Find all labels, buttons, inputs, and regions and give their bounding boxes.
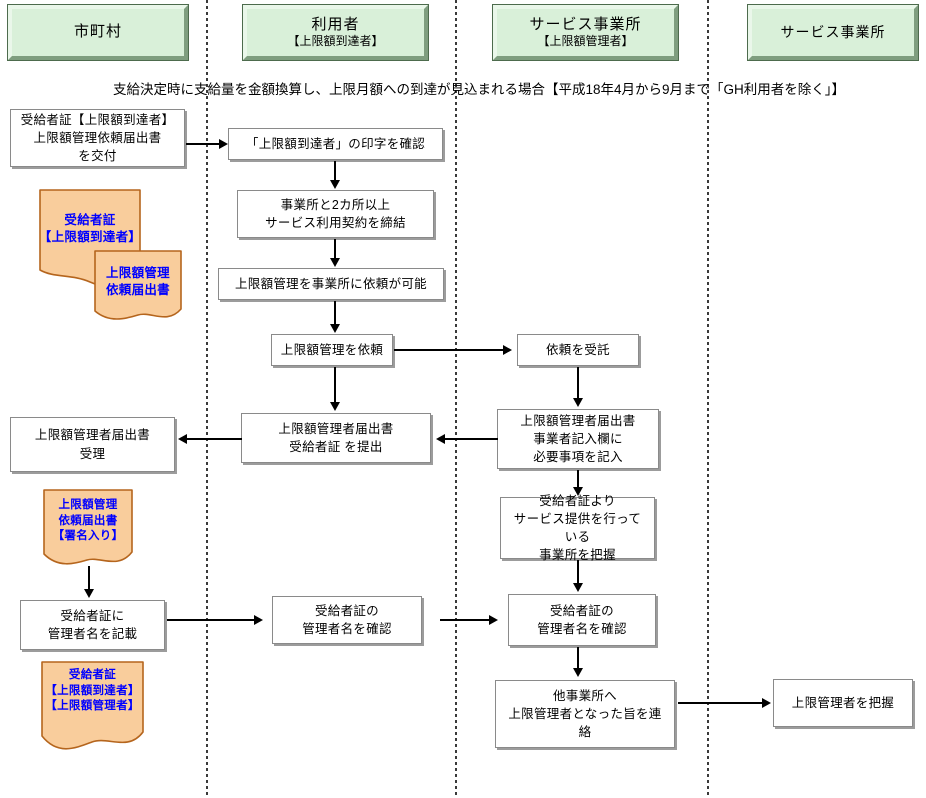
lane-divider-1 bbox=[206, 0, 208, 798]
lane-divider-2 bbox=[455, 0, 457, 798]
arrowhead-b8-to-b10 bbox=[573, 487, 583, 496]
box-accept-manager-form-text: 上限額管理者届出書 受理 bbox=[34, 428, 151, 461]
box-contract-two-or-more: 事業所と2カ所以上 サービス利用契約を締結 bbox=[237, 190, 434, 238]
document-certificate-with-manager-label: 受給者証 【上限額到達者】 【上限額管理者】 bbox=[45, 669, 140, 713]
box-request-management: 上限額管理を依頼 bbox=[271, 334, 393, 366]
document-certificate-with-manager: 受給者証 【上限額到達者】 【上限額管理者】 bbox=[40, 660, 145, 758]
connector-b12-to-b13 bbox=[440, 619, 490, 621]
box-provider-confirm-manager-name-text: 受給者証の 管理者名を確認 bbox=[537, 603, 627, 636]
lane-header-user-line1: 利用者 bbox=[311, 15, 360, 33]
lane-header-provider-other: サービス事業所 bbox=[747, 4, 919, 61]
box-identify-providers: 受給者証より サービス提供を行っている 事業所を把握 bbox=[500, 494, 655, 562]
connector-b1-to-b2 bbox=[186, 143, 220, 145]
connector-b4-to-b5 bbox=[334, 301, 336, 325]
box-request-management-text: 上限額管理を依頼 bbox=[280, 342, 384, 357]
lane-header-provider-manager: サービス事業所 【上限額管理者】 bbox=[492, 4, 679, 61]
lane-header-user-line2: 【上限額到達者】 bbox=[287, 34, 384, 49]
connector-doc3-to-b11 bbox=[88, 566, 90, 590]
document-shape-icon bbox=[94, 250, 182, 320]
document-shape-icon bbox=[43, 489, 133, 565]
arrowhead-b8-to-b7 bbox=[436, 434, 445, 444]
arrowhead-b13-to-b14 bbox=[573, 668, 583, 677]
document-shape-icon bbox=[41, 661, 144, 750]
arrowhead-b6-to-b8 bbox=[573, 398, 583, 407]
box-fill-provider-fields-text: 上限額管理者届出書 事業者記入欄に 必要事項を記入 bbox=[520, 413, 636, 465]
box-write-manager-name-text: 受給者証に 管理者名を記載 bbox=[47, 608, 138, 641]
box-can-request-management-text: 上限額管理を事業所に依頼が可能 bbox=[234, 276, 427, 291]
condition-caption: 支給決定時に支給量を金額換算し、上限月額への到達が見込まれる場合【平成18年4月… bbox=[113, 82, 846, 97]
box-confirm-print-text: 「上限額到達者」の印字を確認 bbox=[245, 136, 426, 151]
box-provider-confirm-manager-name: 受給者証の 管理者名を確認 bbox=[508, 594, 656, 646]
connector-b8-to-b10 bbox=[577, 470, 579, 487]
connector-b3-to-b4 bbox=[334, 239, 336, 259]
box-issue-certificate-text: 受給者証【上限額到達者】 上限額管理依頼届出書 を交付 bbox=[20, 112, 175, 164]
connector-b7-to-b9 bbox=[186, 438, 242, 440]
lane-header-municipality: 市町村 bbox=[7, 4, 189, 61]
box-user-confirm-manager-name: 受給者証の 管理者名を確認 bbox=[272, 596, 422, 644]
box-user-confirm-manager-name-text: 受給者証の 管理者名を確認 bbox=[302, 603, 392, 636]
box-notify-other-providers: 他事業所へ 上限管理者となった旨を連絡 bbox=[495, 680, 675, 748]
arrowhead-b1-to-b2 bbox=[219, 139, 228, 149]
arrowhead-b3-to-b4 bbox=[330, 258, 340, 267]
box-grasp-limit-manager: 上限管理者を把握 bbox=[773, 679, 913, 727]
lane-header-municipality-line1: 市町村 bbox=[73, 23, 122, 41]
arrowhead-b12-to-b13 bbox=[489, 615, 498, 625]
connector-b14-to-b15 bbox=[678, 702, 763, 704]
document-management-request-form-label: 上限額管理 依頼届出書 bbox=[105, 266, 170, 297]
document-signed-request-form: 上限額管理 依頼届出書 【署名入り】 bbox=[42, 488, 134, 572]
lane-header-provider-other-line1: サービス事業所 bbox=[780, 23, 886, 40]
document-management-request-form: 上限額管理 依頼届出書 bbox=[93, 249, 183, 325]
box-submit-manager-form: 上限額管理者届出書 受給者証 を提出 bbox=[241, 413, 431, 463]
connector-b8-to-b7 bbox=[444, 438, 498, 440]
box-grasp-limit-manager-text: 上限管理者を把握 bbox=[791, 695, 895, 710]
box-write-manager-name: 受給者証に 管理者名を記載 bbox=[20, 600, 165, 650]
connector-b6-to-b8 bbox=[577, 367, 579, 399]
lane-header-user: 利用者 【上限額到達者】 bbox=[242, 4, 429, 61]
box-contract-two-or-more-text: 事業所と2カ所以上 サービス利用契約を締結 bbox=[265, 197, 406, 230]
arrowhead-doc3-to-b11 bbox=[84, 589, 94, 598]
arrowhead-b2-to-b3 bbox=[330, 180, 340, 189]
box-accept-request-text: 依頼を受託 bbox=[545, 342, 610, 357]
lane-header-provider-manager-line1: サービス事業所 bbox=[529, 15, 642, 33]
arrowhead-b14-to-b15 bbox=[762, 698, 771, 708]
box-identify-providers-text: 受給者証より サービス提供を行っている 事業所を把握 bbox=[513, 493, 642, 563]
connector-b5-to-b6 bbox=[394, 349, 504, 351]
box-accept-manager-form: 上限額管理者届出書 受理 bbox=[10, 417, 175, 472]
connector-b2-to-b3 bbox=[334, 161, 336, 181]
connector-b5-to-b7 bbox=[334, 367, 336, 403]
lane-header-provider-manager-line2: 【上限額管理者】 bbox=[537, 34, 634, 49]
document-signed-request-form-label: 上限額管理 依頼届出書 【署名入り】 bbox=[52, 499, 124, 543]
arrowhead-b5-to-b6 bbox=[503, 345, 512, 355]
document-recipient-certificate-label: 受給者証 【上限額到達者】 bbox=[38, 213, 142, 244]
arrowhead-b10-to-b13 bbox=[573, 583, 583, 592]
box-issue-certificate: 受給者証【上限額到達者】 上限額管理依頼届出書 を交付 bbox=[10, 109, 185, 167]
box-can-request-management: 上限額管理を事業所に依頼が可能 bbox=[218, 268, 444, 300]
box-confirm-print: 「上限額到達者」の印字を確認 bbox=[228, 128, 443, 160]
lane-divider-3 bbox=[707, 0, 709, 798]
connector-b13-to-b14 bbox=[577, 647, 579, 669]
box-fill-provider-fields: 上限額管理者届出書 事業者記入欄に 必要事項を記入 bbox=[497, 409, 659, 469]
box-accept-request: 依頼を受託 bbox=[517, 334, 639, 366]
box-submit-manager-form-text: 上限額管理者届出書 受給者証 を提出 bbox=[278, 421, 394, 454]
connector-b10-to-b13 bbox=[577, 560, 579, 584]
arrowhead-b5-to-b7 bbox=[330, 402, 340, 411]
connector-b11-to-b12 bbox=[167, 619, 255, 621]
arrowhead-b7-to-b9 bbox=[178, 434, 187, 444]
arrowhead-b11-to-b12 bbox=[254, 615, 263, 625]
arrowhead-b4-to-b5 bbox=[330, 324, 340, 333]
box-notify-other-providers-text: 他事業所へ 上限管理者となった旨を連絡 bbox=[508, 688, 662, 740]
